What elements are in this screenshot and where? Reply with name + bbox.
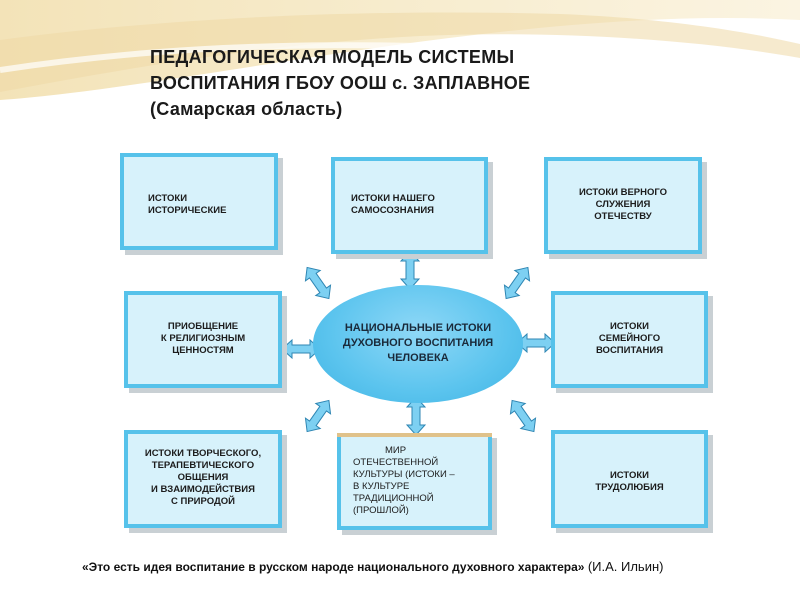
title-line-3: (Самарская область) — [150, 99, 343, 119]
box-culture-line-1: МИР — [385, 445, 407, 456]
box-culture-line-3: КУЛЬТУРЫ (ИСТОКИ – — [353, 469, 455, 480]
box-creative-line-1: ИСТОКИ ТВОРЧЕСКОГО, — [144, 448, 262, 459]
box-culture: МИР ОТЕЧЕСТВЕННОЙ КУЛЬТУРЫ (ИСТОКИ – В К… — [337, 433, 492, 530]
box-creative-line-2: ТЕРАПЕВТИЧЕСКОГО — [151, 460, 255, 471]
box-culture-line-2: ОТЕЧЕСТВЕННОЙ — [353, 457, 439, 468]
center-line-1: НАЦИОНАЛЬНЫЕ ИСТОКИ — [344, 322, 492, 334]
box-culture-line-5: ТРАДИЦИОННОЙ — [353, 493, 434, 504]
box-service-line-2: СЛУЖЕНИЯ — [595, 199, 651, 210]
box-creative-line-5: С ПРИРОДОЙ — [171, 496, 235, 507]
box-self-awareness: ИСТОКИ НАШЕГО САМОСОЗНАНИЯ — [331, 157, 488, 254]
arrow-top-center — [400, 250, 420, 290]
box-religious-line-3: ЦЕННОСТЯМ — [172, 345, 234, 356]
box-historical-line-2: ИСТОРИЧЕСКИЕ — [148, 205, 227, 216]
center-line-2: ДУХОВНОГО ВОСПИТАНИЯ — [342, 337, 494, 349]
box-culture-line-6: (ПРОШЛОЙ) — [353, 505, 409, 516]
box-creative-line-3: ОБЩЕНИЯ — [177, 472, 229, 483]
page-title: ПЕДАГОГИЧЕСКАЯ МОДЕЛЬ СИСТЕМЫ ВОСПИТАНИЯ… — [150, 44, 670, 122]
background-swoosh — [0, 0, 800, 100]
box-self-awareness-line-2: САМОСОЗНАНИЯ — [351, 205, 434, 216]
box-historical-line-1: ИСТОКИ — [148, 193, 188, 204]
box-diligence: ИСТОКИ ТРУДОЛЮБИЯ — [551, 430, 708, 528]
center-ellipse: НАЦИОНАЛЬНЫЕ ИСТОКИ ДУХОВНОГО ВОСПИТАНИЯ… — [313, 285, 523, 403]
box-self-awareness-line-1: ИСТОКИ НАШЕГО — [351, 193, 435, 204]
center-line-3: ЧЕЛОВЕКА — [387, 352, 449, 364]
box-family-line-2: СЕМЕЙНОГО — [598, 333, 661, 344]
title-line-1: ПЕДАГОГИЧЕСКАЯ МОДЕЛЬ СИСТЕМЫ — [150, 47, 515, 67]
box-creative: ИСТОКИ ТВОРЧЕСКОГО, ТЕРАПЕВТИЧЕСКОГО ОБЩ… — [124, 430, 282, 528]
box-religious-line-2: К РЕЛИГИОЗНЫМ — [160, 333, 246, 344]
box-service-line-3: ОТЕЧЕСТВУ — [594, 211, 652, 222]
box-diligence-line-2: ТРУДОЛЮБИЯ — [595, 482, 664, 493]
box-family-line-3: ВОСПИТАНИЯ — [595, 345, 664, 356]
box-service-line-1: ИСТОКИ ВЕРНОГО — [578, 187, 668, 198]
box-religious-line-1: ПРИОБЩЕНИЕ — [167, 321, 239, 332]
quote-author: (И.А. Ильин) — [587, 559, 664, 574]
title-line-2: ВОСПИТАНИЯ ГБОУ ООШ с. ЗАПЛАВНОЕ — [150, 73, 531, 93]
quote: «Это есть идея воспитание в русском наро… — [82, 559, 782, 574]
arrow-top-right — [498, 261, 536, 305]
arrow-top-left — [299, 261, 337, 305]
box-family: ИСТОКИ СЕМЕЙНОГО ВОСПИТАНИЯ — [551, 291, 708, 388]
box-culture-line-4: В КУЛЬТУРЕ — [353, 481, 410, 492]
box-creative-line-4: И ВЗАИМОДЕЙСТВИЯ — [151, 484, 255, 495]
arrow-bottom-left — [299, 394, 337, 438]
box-family-line-1: ИСТОКИ — [609, 321, 650, 332]
box-historical: ИСТОКИ ИСТОРИЧЕСКИЕ — [120, 153, 278, 250]
box-religious: ПРИОБЩЕНИЕ К РЕЛИГИОЗНЫМ ЦЕННОСТЯМ — [124, 291, 282, 388]
quote-text: «Это есть идея воспитание в русском наро… — [82, 560, 585, 574]
arrow-bottom-right — [504, 394, 542, 438]
box-diligence-line-1: ИСТОКИ — [609, 470, 650, 481]
box-service: ИСТОКИ ВЕРНОГО СЛУЖЕНИЯ ОТЕЧЕСТВУ — [544, 157, 702, 254]
